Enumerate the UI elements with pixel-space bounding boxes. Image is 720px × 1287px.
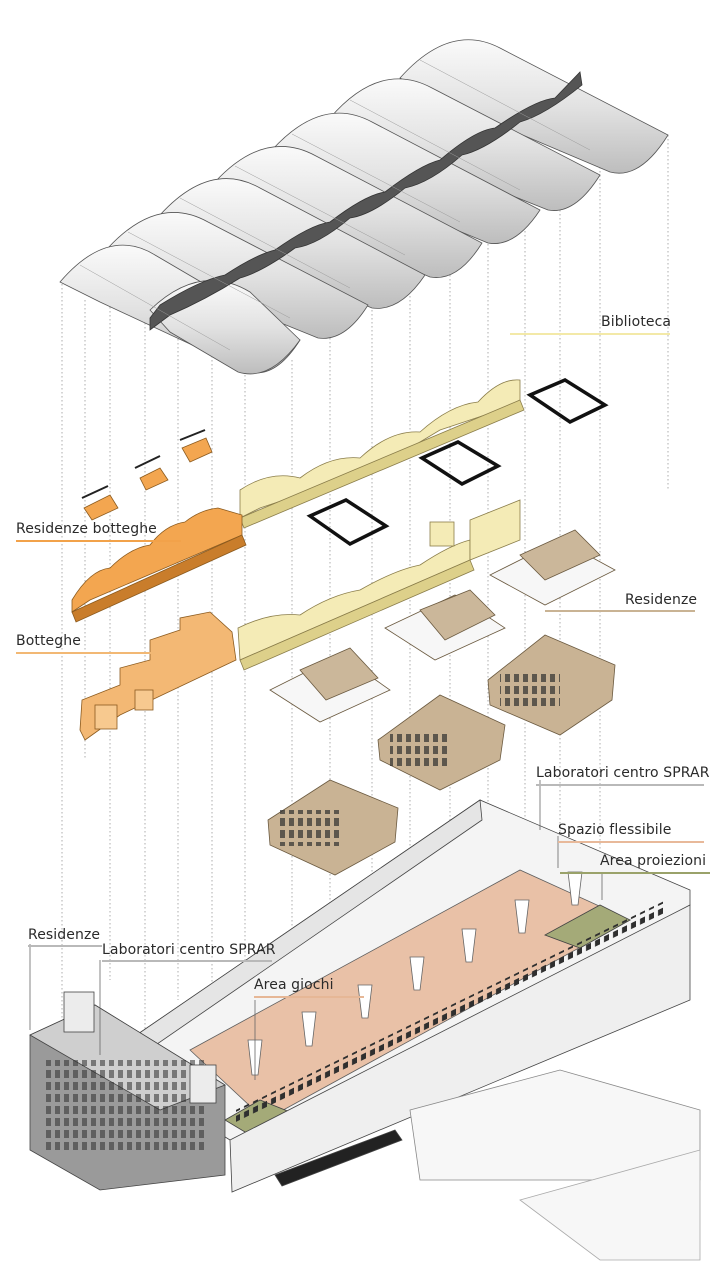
label-residenze-botteghe: Residenze botteghe [16,521,157,537]
label-laboratori-right: Laboratori centro SPRAR [536,765,710,781]
roof-vaults [59,39,669,375]
rule-residenze-botteghe [16,540,181,542]
rule-area-proiezioni [560,872,710,874]
rule-biblioteca [510,333,670,335]
label-spazio-flessibile: Spazio flessibile [558,822,672,838]
rule-laboratori-left [102,960,272,962]
label-biblioteca: Biblioteca [601,314,672,330]
rule-laboratori-right [536,784,704,786]
residenze-botteghe-volume [71,429,247,623]
residenze-volumes [267,529,616,876]
courtyard-columns [247,871,583,1076]
rule-spazio-flessibile [558,841,704,843]
label-area-proiezioni: Area proiezioni [600,853,707,869]
courtyard-building [29,799,701,1261]
rule-area-giochi [254,996,364,998]
label-residenze-lower: Residenze [28,927,101,943]
botteghe-volume [79,611,237,741]
rule-botteghe [16,652,156,654]
label-botteghe: Botteghe [16,633,81,649]
stair-frames [306,378,609,547]
rule-residenze-upper [545,610,695,612]
label-laboratori-left: Laboratori centro SPRAR [102,942,276,958]
biblioteca-volume [237,379,525,671]
label-area-giochi: Area giochi [254,977,334,993]
leader-lines [29,780,603,1080]
rule-residenze-lower [28,945,102,947]
label-residenze-upper: Residenze [625,592,698,608]
